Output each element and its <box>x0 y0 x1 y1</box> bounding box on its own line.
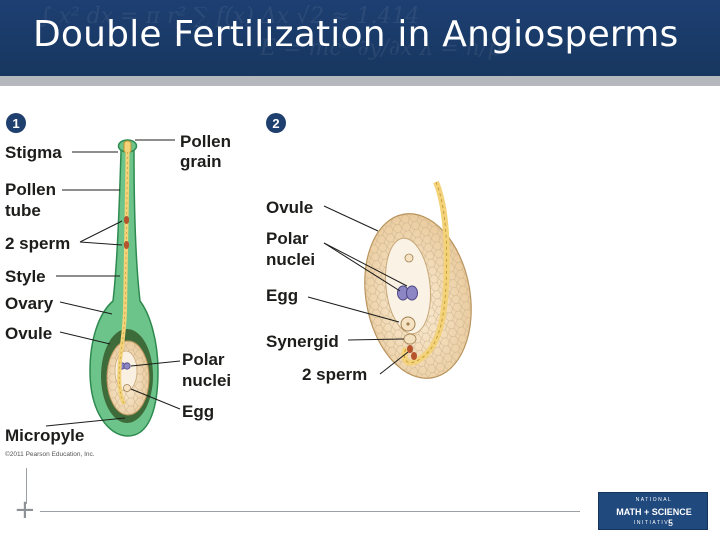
title-divider <box>0 76 720 86</box>
label-style: Style <box>5 267 46 286</box>
label-pollen-tube-line-1: Pollen <box>5 180 56 199</box>
label-ovule-large: Ovule <box>266 198 313 217</box>
label-polar-nuclei-large-line-2: nuclei <box>266 250 315 269</box>
copyright-notice: ©2011 Pearson Education, Inc. <box>5 450 95 458</box>
sperm-cell <box>124 241 129 249</box>
panel-1: 1 <box>5 113 231 458</box>
logo-line-1: NATIONAL <box>599 497 709 503</box>
label-egg-large: Egg <box>266 286 298 305</box>
label-two-sperm: 2 sperm <box>5 234 70 253</box>
label-polar-nuclei-line-1: Polar <box>182 350 225 369</box>
pollen-grain <box>124 141 131 153</box>
sperm-cell <box>407 345 413 353</box>
panel-2: 2 Ovule Polar nuclei <box>266 113 484 387</box>
antipodal-cell <box>405 254 413 262</box>
sperm-cell <box>411 352 417 360</box>
egg-nucleus <box>406 322 409 325</box>
step-1-number: 1 <box>12 116 19 131</box>
label-micropyle: Micropyle <box>5 426 84 445</box>
label-ovule: Ovule <box>5 324 52 343</box>
plus-icon: + <box>14 497 36 523</box>
label-egg: Egg <box>182 402 214 421</box>
label-stigma: Stigma <box>5 143 62 162</box>
slide-number: 5 <box>668 518 673 528</box>
label-pollen-tube-line-2: tube <box>5 201 41 220</box>
label-polar-nuclei-large-line-1: Polar <box>266 229 309 248</box>
label-pollen-grain-line-2: grain <box>180 152 222 171</box>
slide-title: Double Fertilization in Angiosperms <box>33 14 679 55</box>
polar-nucleus <box>407 286 418 300</box>
label-synergid: Synergid <box>266 332 339 351</box>
step-2-number: 2 <box>272 116 279 131</box>
double-fertilization-diagram: 1 <box>0 86 720 466</box>
logo-line-2: MATH + SCIENCE <box>599 507 709 517</box>
egg-cell <box>124 385 131 392</box>
label-polar-nuclei-line-2: nuclei <box>182 371 231 390</box>
polar-nucleus <box>124 363 130 369</box>
footer-rule <box>40 511 580 512</box>
label-two-sperm-large: 2 sperm <box>302 365 367 384</box>
synergid-cell <box>404 334 416 344</box>
sperm-cell <box>124 216 129 224</box>
label-ovary: Ovary <box>5 294 54 313</box>
label-pollen-grain-line-1: Pollen <box>180 132 231 151</box>
nms-logo: NATIONAL MATH + SCIENCE INITIATIVE <box>598 492 708 530</box>
logo-line-3: INITIATIVE <box>599 520 709 526</box>
